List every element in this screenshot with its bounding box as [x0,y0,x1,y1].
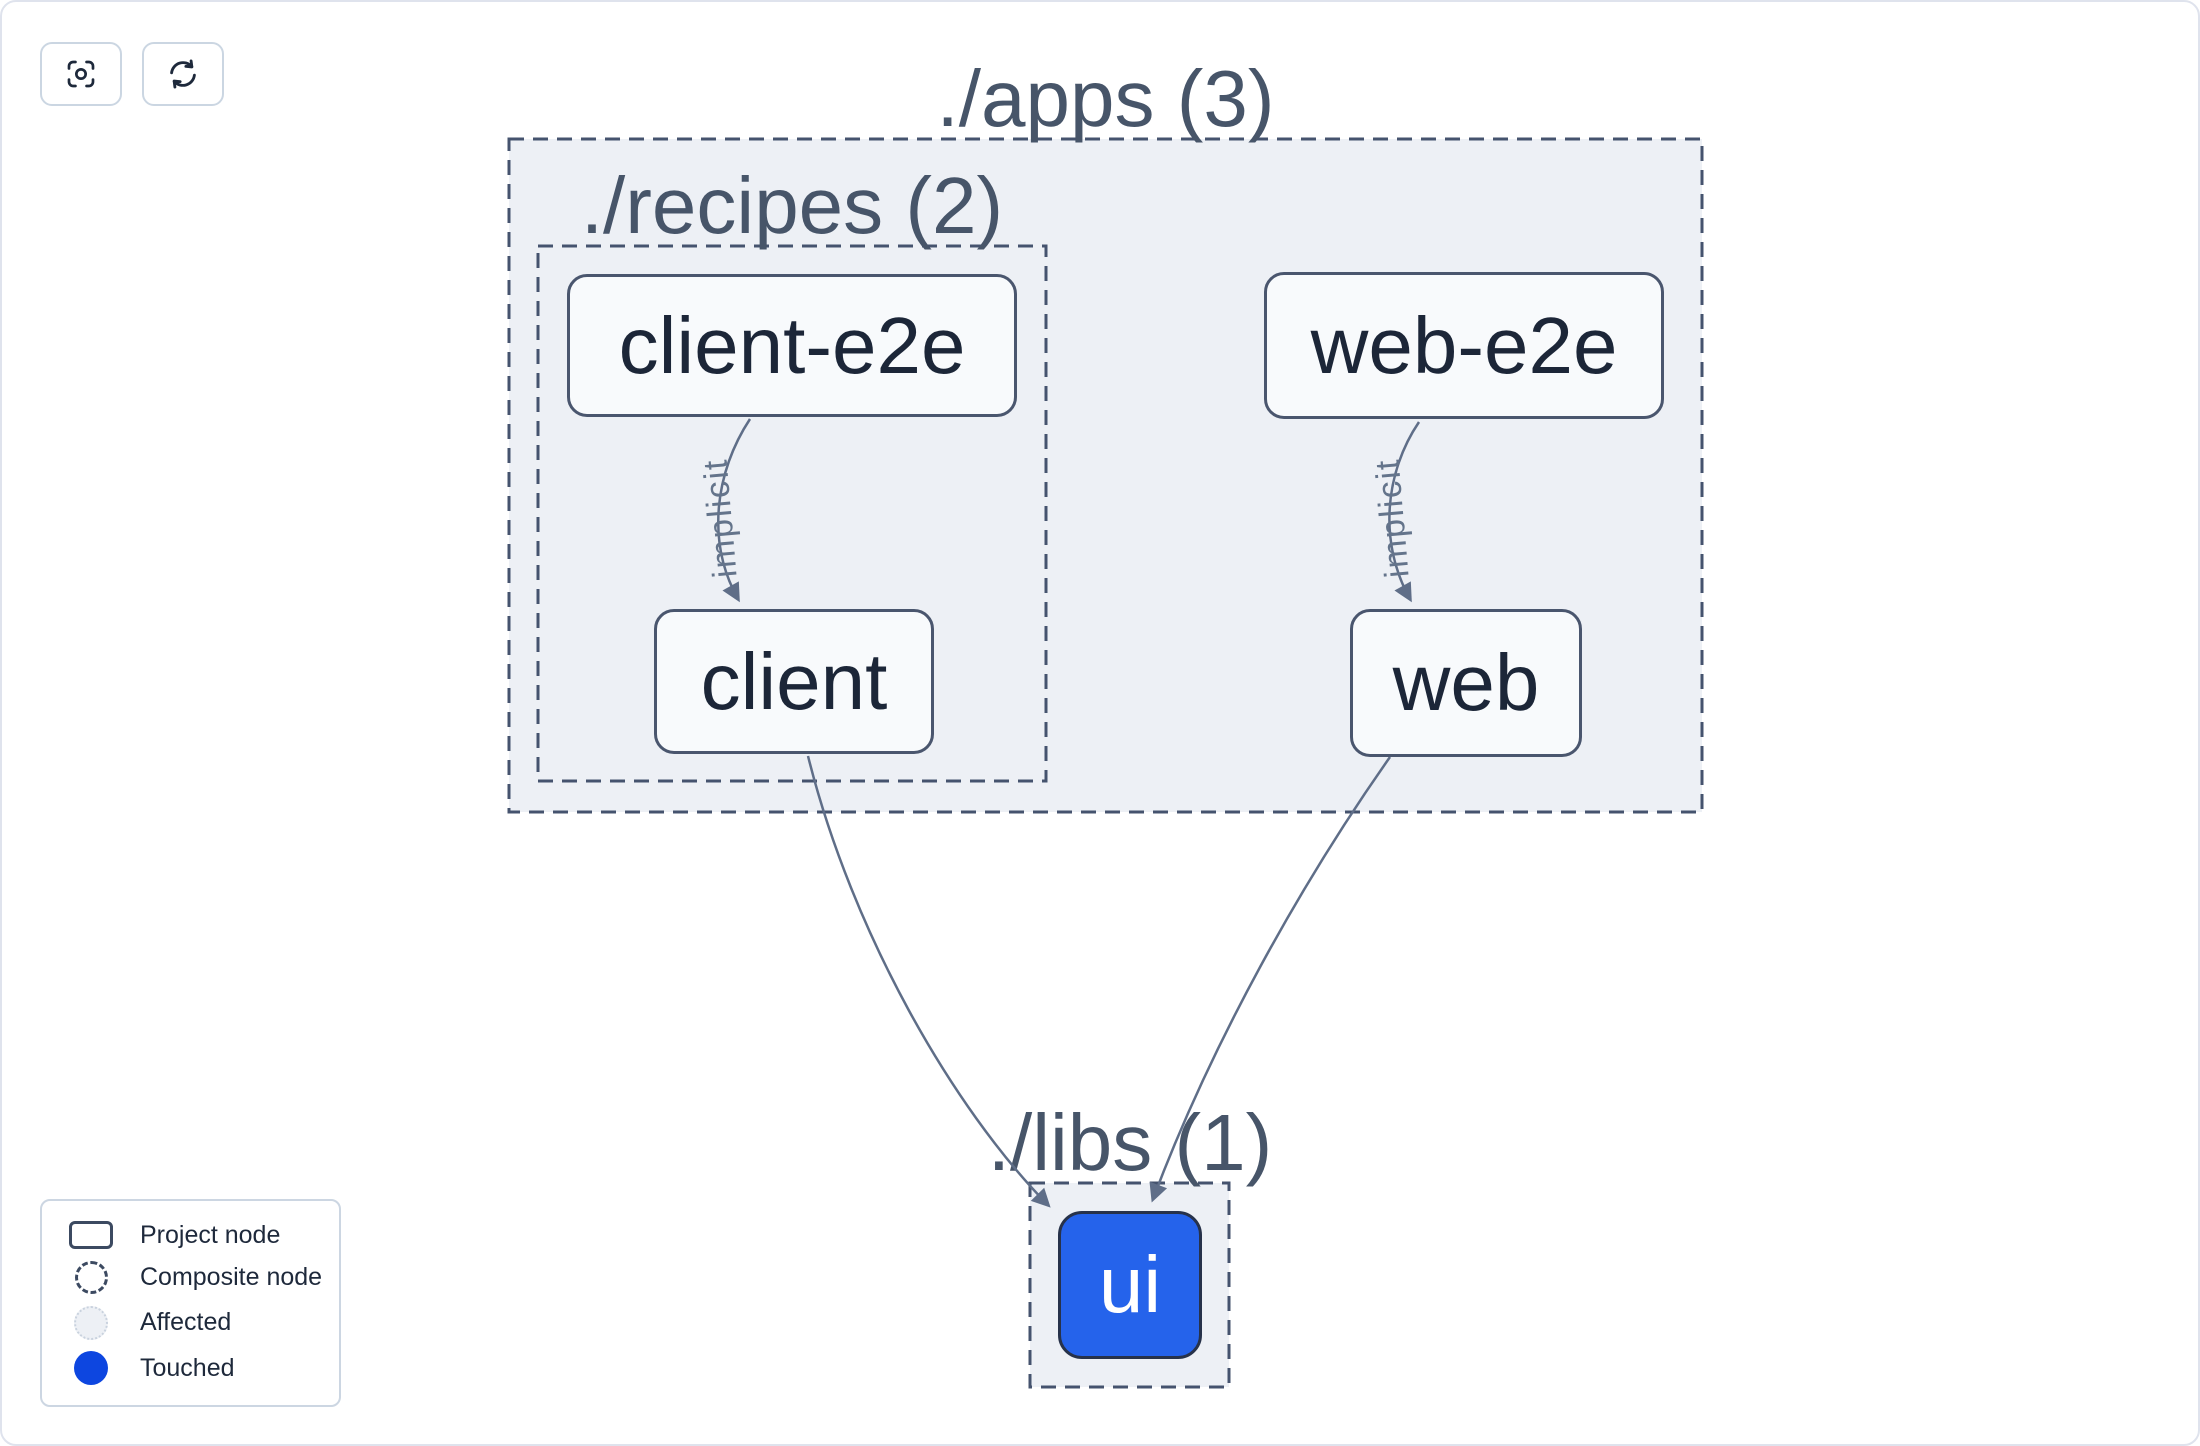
graph-toolbar [40,42,224,106]
refresh-button[interactable] [142,42,224,106]
composite-node-swatch [66,1261,116,1295]
node-web[interactable]: web [1350,609,1582,757]
legend-label: Project node [140,1220,281,1249]
node-label: ui [1098,1240,1162,1329]
container-label-recipes: ./recipes (2) [580,161,1004,250]
node-client[interactable]: client [654,609,934,754]
affected-swatch [66,1305,116,1340]
container-label-apps: ./apps (3) [936,54,1275,143]
node-client-e2e[interactable]: client-e2e [567,274,1017,417]
legend-item-project-node: Project node [42,1221,339,1250]
project-node-swatch [66,1221,116,1250]
node-label: client-e2e [618,300,966,390]
node-web-e2e[interactable]: web-e2e [1264,272,1664,419]
touched-swatch [66,1351,116,1386]
refresh-icon [170,59,196,89]
focus-icon [67,60,95,88]
node-label: web-e2e [1310,300,1618,390]
edge-label-implicit-client: implicit [696,456,745,580]
node-label: web [1392,638,1540,727]
zoom-to-fit-button[interactable] [40,42,122,106]
node-label: client [700,636,888,726]
legend-label: Touched [140,1353,235,1382]
legend-label: Composite node [140,1263,323,1292]
container-label-libs: ./libs (1) [987,1098,1273,1187]
legend-panel: Project node Composite node Affected Tou… [40,1199,341,1407]
legend-item-affected: Affected [42,1305,339,1340]
edge-label-implicit-web: implicit [1368,456,1417,580]
node-ui-touched[interactable]: ui [1058,1211,1202,1359]
legend-item-composite-node: Composite node [42,1261,339,1295]
legend-item-touched: Touched [42,1351,339,1386]
legend-label: Affected [140,1308,232,1337]
